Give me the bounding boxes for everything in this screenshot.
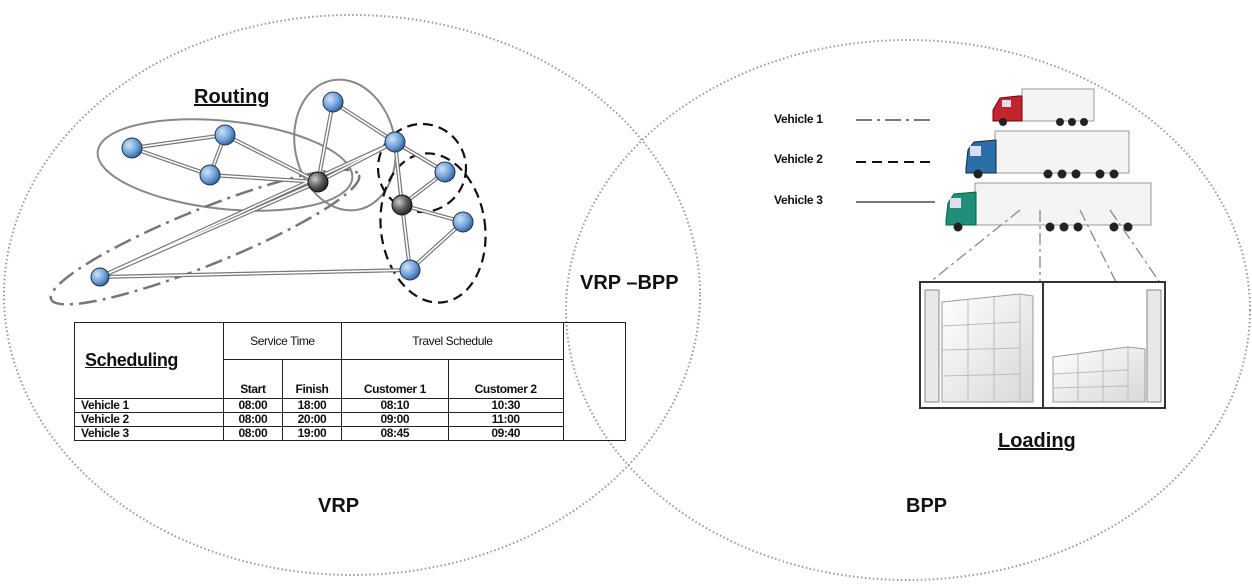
cell-customer-2: 10:30 xyxy=(447,398,564,413)
table-blank-column xyxy=(562,322,627,441)
vrp-label: VRP xyxy=(318,495,359,517)
cell-start: 08:00 xyxy=(222,398,283,413)
cell-start: 08:00 xyxy=(222,426,283,441)
cell-customer-2: 09:40 xyxy=(447,426,564,441)
truck-icon-2 xyxy=(965,130,1130,179)
container-loading-view xyxy=(919,281,1166,409)
customer-node xyxy=(322,91,344,113)
table-row: Vehicle 1 08:00 18:00 08:10 10:30 xyxy=(74,398,626,413)
column-header-customer-2: Customer 2 xyxy=(447,359,564,399)
cluster-ellipse-left xyxy=(96,118,354,212)
customer-node xyxy=(90,267,110,287)
depot-node xyxy=(391,194,413,216)
customer-node xyxy=(121,137,143,159)
table-row: Vehicle 2 08:00 20:00 09:00 11:00 xyxy=(74,412,626,427)
cluster-ellipse-dashdot xyxy=(49,168,361,306)
column-header-start: Start xyxy=(222,359,283,399)
legend-vehicle-3-label: Vehicle 3 xyxy=(774,193,823,207)
customer-node xyxy=(214,124,236,146)
truck-icon-1 xyxy=(992,88,1095,126)
legend-vehicle-2-label: Vehicle 2 xyxy=(774,152,823,166)
cell-finish: 20:00 xyxy=(281,412,343,427)
routing-graph xyxy=(49,78,487,306)
cell-customer-1: 08:45 xyxy=(341,426,449,441)
vehicle-legend: Vehicle 1 Vehicle 2 Vehicle 3 xyxy=(774,112,935,207)
vrp-circle xyxy=(3,14,701,576)
row-vehicle-label: Vehicle 2 xyxy=(74,412,224,427)
graph-edges-outer xyxy=(99,98,468,279)
cell-customer-1: 09:00 xyxy=(341,412,449,427)
cell-finish: 19:00 xyxy=(281,426,343,441)
bpp-label: BPP xyxy=(906,495,947,517)
routing-label: Routing xyxy=(194,86,270,108)
row-vehicle-label: Vehicle 3 xyxy=(74,426,224,441)
cell-customer-1: 08:10 xyxy=(341,398,449,413)
legend-vehicle-1-label: Vehicle 1 xyxy=(774,112,823,126)
travel-schedule-header: Travel Schedule xyxy=(341,322,564,360)
column-header-finish: Finish xyxy=(281,359,343,399)
bpp-circle xyxy=(565,39,1251,581)
cell-start: 08:00 xyxy=(222,412,283,427)
service-time-header: Service Time xyxy=(222,322,343,360)
row-vehicle-label: Vehicle 1 xyxy=(74,398,224,413)
projection-lines xyxy=(919,209,1166,291)
overlap-label: VRP –BPP xyxy=(580,272,679,294)
scheduling-table: Scheduling Service Time Travel Schedule … xyxy=(74,322,627,441)
customer-node xyxy=(199,164,221,186)
cell-customer-2: 11:00 xyxy=(447,412,564,427)
cell-finish: 18:00 xyxy=(281,398,343,413)
cluster-ellipse-dashed-2 xyxy=(379,152,487,304)
customer-node xyxy=(434,161,456,183)
customer-node xyxy=(399,259,421,281)
depot-node xyxy=(307,171,329,193)
column-header-customer-1: Customer 1 xyxy=(341,359,449,399)
scheduling-label: Scheduling xyxy=(74,322,224,399)
loading-label: Loading xyxy=(998,430,1076,452)
table-row: Vehicle 3 08:00 19:00 08:45 09:40 xyxy=(74,426,626,441)
customer-node xyxy=(452,211,474,233)
customer-node xyxy=(384,131,406,153)
truck-icon-3 xyxy=(945,182,1152,232)
